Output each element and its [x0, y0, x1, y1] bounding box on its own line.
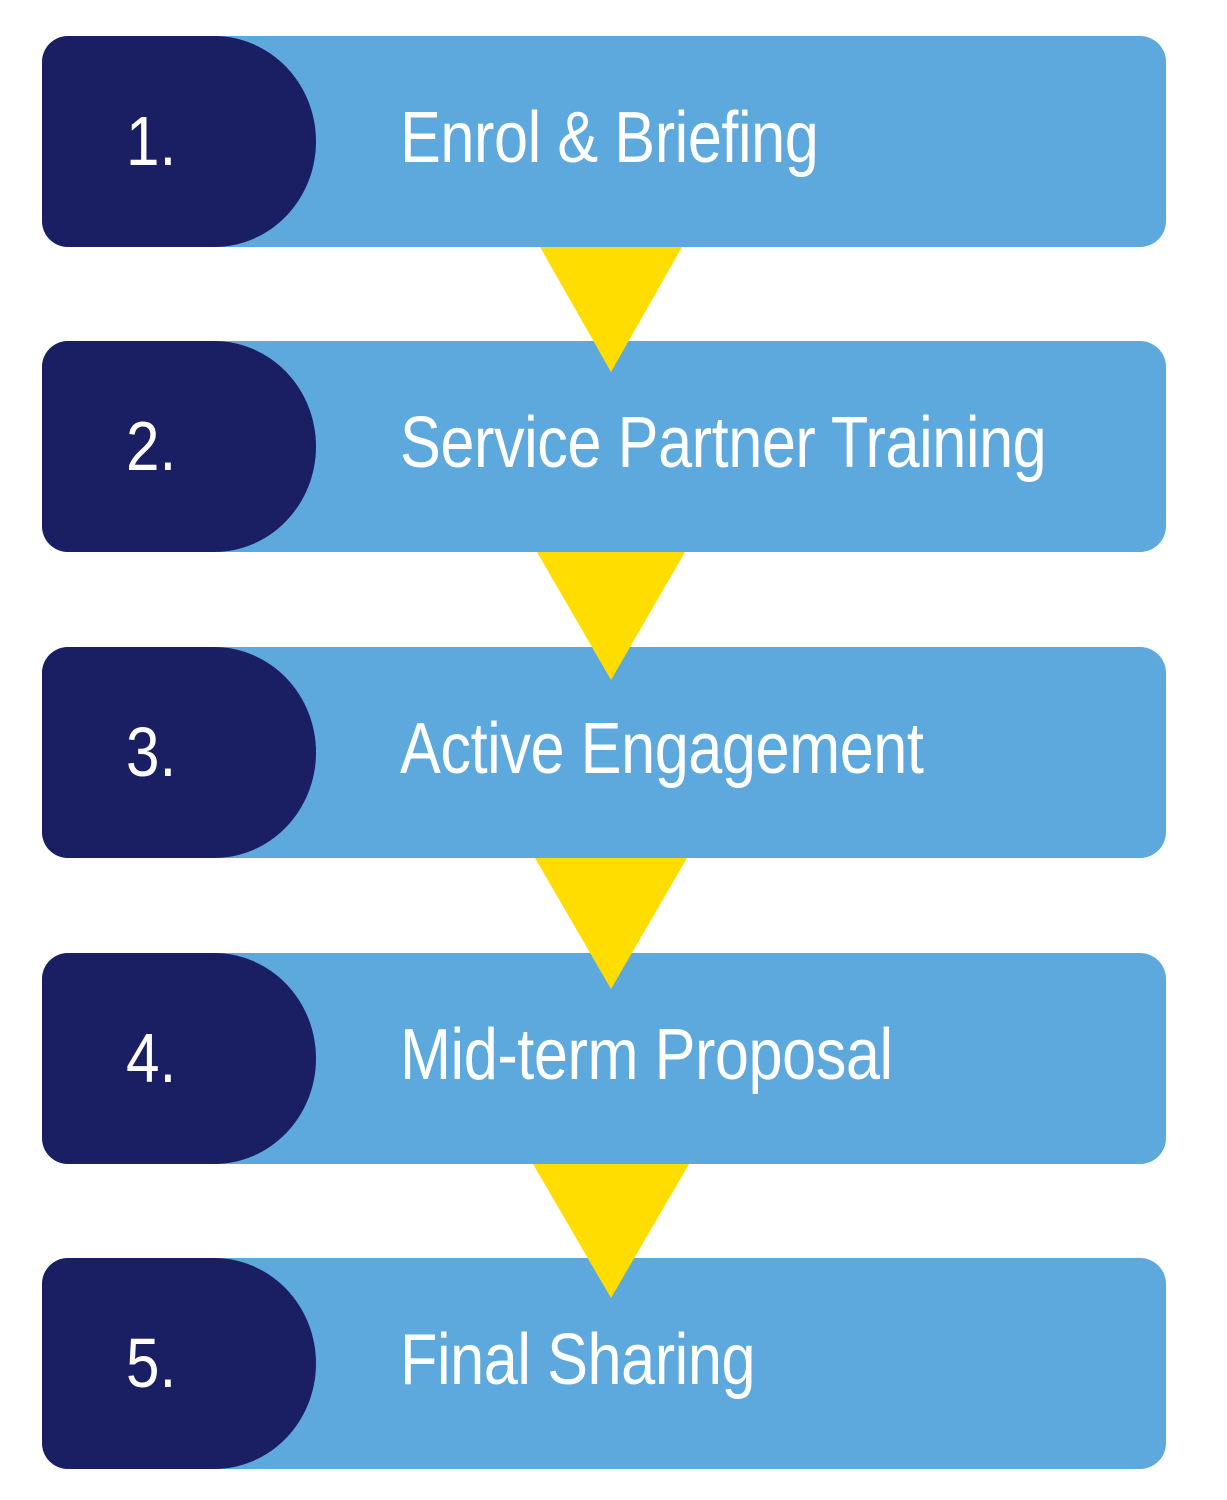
- down-arrow-icon: [535, 858, 687, 989]
- step-1: 1. Enrol & Briefing: [42, 36, 1166, 247]
- step-number-badge: 4.: [42, 953, 316, 1164]
- step-number: 2.: [126, 407, 177, 485]
- step-label: Final Sharing: [400, 1320, 756, 1400]
- step-number-badge: 5.: [42, 1258, 316, 1469]
- step-2: 2. Service Partner Training: [42, 341, 1166, 552]
- step-number: 3.: [126, 713, 177, 791]
- step-number-badge: 1.: [42, 36, 316, 247]
- step-3: 3. Active Engagement: [42, 647, 1166, 858]
- down-arrow-icon: [533, 1164, 689, 1298]
- step-label: Enrol & Briefing: [400, 98, 819, 178]
- step-number: 4.: [126, 1019, 177, 1097]
- step-number-badge: 2.: [42, 341, 316, 552]
- step-number: 5.: [126, 1324, 177, 1402]
- step-label: Service Partner Training: [400, 403, 1047, 483]
- down-arrow-icon: [537, 552, 685, 680]
- step-number-badge: 3.: [42, 647, 316, 858]
- step-label: Mid-term Proposal: [400, 1015, 893, 1095]
- step-number: 1.: [126, 102, 177, 180]
- down-arrow-icon: [540, 247, 682, 372]
- step-label: Active Engagement: [400, 709, 924, 789]
